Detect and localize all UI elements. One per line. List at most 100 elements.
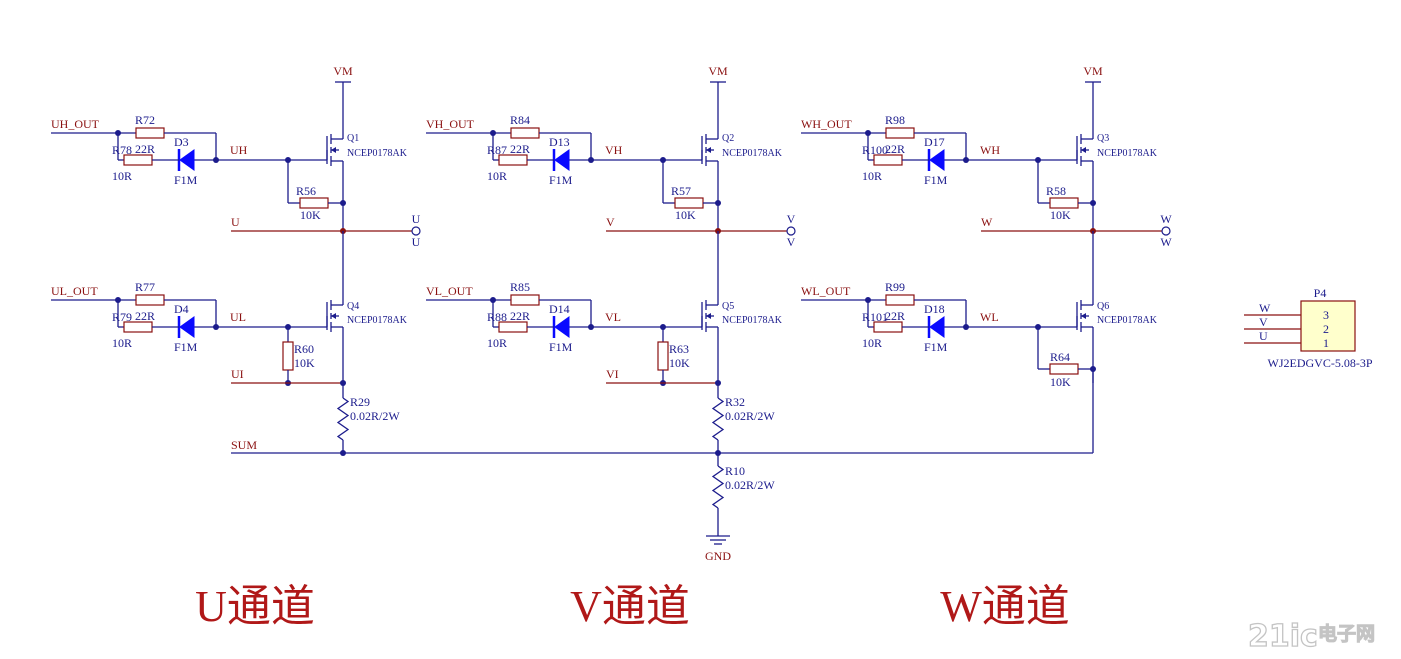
- low-mosfet-value: NCEP0178AK: [1097, 315, 1158, 326]
- low-series-resistor-value: 10R: [112, 336, 132, 350]
- low-mosfet-value: NCEP0178AK: [347, 315, 408, 326]
- shunt-value: 0.02R/2W: [350, 409, 400, 423]
- watermark-site-text: 电子网: [1318, 622, 1375, 645]
- shunt-value: 0.02R/2W: [725, 409, 775, 423]
- high-series-resistor-ref: R100: [862, 143, 888, 157]
- low-input-net-label: WL_OUT: [801, 284, 851, 298]
- diode-triangle: [554, 316, 570, 338]
- high-series-resistor-ref: R78: [112, 143, 132, 157]
- resistor-body: [135, 294, 165, 306]
- channel-u-title: U通道: [195, 582, 315, 631]
- low-pulldown-value: 10K: [669, 356, 690, 370]
- high-diode-value: F1M: [924, 173, 948, 187]
- high-series-resistor-value: 10R: [862, 169, 882, 183]
- resistor-body: [885, 127, 915, 139]
- low-diode-ref: D14: [549, 302, 570, 316]
- low-diode-ref: D18: [924, 302, 945, 316]
- high-diode-ref: D13: [549, 135, 570, 149]
- high-diode-resistor-ref: R84: [510, 113, 530, 127]
- high-pulldown-ref: R57: [671, 184, 691, 198]
- ground-label: GND: [705, 549, 731, 563]
- low-gate-net-label: WL: [980, 310, 999, 324]
- shunt-ref: R32: [725, 395, 745, 409]
- high-diode-resistor-value: 22R: [510, 142, 530, 156]
- phase-net-label: V: [606, 215, 615, 229]
- sum-net-label: SUM: [231, 438, 257, 452]
- resistor-body: [657, 341, 669, 371]
- sense-net-label: UI: [231, 367, 244, 381]
- low-pulldown-value: 10K: [1050, 375, 1071, 389]
- high-series-resistor-value: 10R: [112, 169, 132, 183]
- low-diode-resistor-ref: R77: [135, 280, 155, 294]
- resistor-body: [1049, 363, 1079, 375]
- low-input-net-label: VL_OUT: [426, 284, 473, 298]
- diode-triangle: [179, 316, 195, 338]
- low-mosfet-ref: Q5: [722, 301, 734, 312]
- phase-port-label-top: W: [1160, 212, 1172, 226]
- high-diode-resistor-value: 22R: [135, 142, 155, 156]
- low-diode-resistor-ref: R85: [510, 280, 530, 294]
- low-diode-resistor-value: 22R: [885, 309, 905, 323]
- high-diode-resistor-ref: R72: [135, 113, 155, 127]
- phase-port: [1161, 226, 1171, 236]
- resistor-body: [510, 294, 540, 306]
- high-mosfet-value: NCEP0178AK: [347, 148, 408, 159]
- low-mosfet-ref: Q4: [347, 301, 359, 312]
- connector-pin-3-net: W: [1259, 301, 1271, 315]
- high-diode-ref: D3: [174, 135, 189, 149]
- sense-net-label: VI: [606, 367, 619, 381]
- common-shunt-value: 0.02R/2W: [725, 478, 775, 492]
- supply-net-label: VM: [333, 64, 353, 78]
- low-gate-net-label: UL: [230, 310, 246, 324]
- mosfet-arrow: [1081, 313, 1086, 319]
- resistor-body: [282, 341, 294, 371]
- shunt-zigzag: [711, 465, 725, 509]
- connector-pin-2-net: V: [1259, 315, 1268, 329]
- high-pulldown-ref: R56: [296, 184, 316, 198]
- low-mosfet-ref: Q6: [1097, 301, 1109, 312]
- phase-port-label-bottom: U: [412, 235, 421, 249]
- low-mosfet-value: NCEP0178AK: [722, 315, 783, 326]
- low-diode-value: F1M: [174, 340, 198, 354]
- connector-pin-3-number: 3: [1323, 308, 1329, 322]
- sum-bus: SUM R100.02R/2W GND: [231, 438, 1093, 563]
- high-input-net-label: UH_OUT: [51, 117, 100, 131]
- low-pulldown-ref: R63: [669, 342, 689, 356]
- diode-triangle: [554, 149, 570, 171]
- high-input-net-label: WH_OUT: [801, 117, 852, 131]
- low-series-resistor-ref: R88: [487, 310, 507, 324]
- diode-triangle: [929, 316, 945, 338]
- high-pulldown-ref: R58: [1046, 184, 1066, 198]
- phase-port: [411, 226, 421, 236]
- high-diode-value: F1M: [549, 173, 573, 187]
- connector-pin-1-net: U: [1259, 329, 1268, 343]
- junction-dot: [1090, 200, 1096, 206]
- connector-ref: P4: [1314, 286, 1327, 300]
- mosfet-arrow: [331, 147, 336, 153]
- resistor-body: [674, 197, 704, 209]
- high-diode-resistor-ref: R98: [885, 113, 905, 127]
- diode-triangle: [929, 149, 945, 171]
- connector-pin-2-number: 2: [1323, 322, 1329, 336]
- low-diode-resistor-value: 22R: [510, 309, 530, 323]
- connector-pin-1-number: 1: [1323, 336, 1329, 350]
- low-diode-value: F1M: [549, 340, 573, 354]
- resistor-body: [1049, 197, 1079, 209]
- shunt-zigzag: [336, 397, 350, 441]
- shunt-zigzag: [711, 397, 725, 441]
- high-diode-value: F1M: [174, 173, 198, 187]
- watermark-logo-text: 21ic: [1248, 619, 1318, 654]
- high-gate-net-label: WH: [980, 143, 1000, 157]
- junction-dot: [715, 200, 721, 206]
- low-series-resistor-value: 10R: [862, 336, 882, 350]
- mosfet-arrow: [706, 147, 711, 153]
- resistor-body: [135, 127, 165, 139]
- high-mosfet-ref: Q3: [1097, 133, 1109, 144]
- low-pulldown-value: 10K: [294, 356, 315, 370]
- high-pulldown-value: 10K: [675, 208, 696, 222]
- common-shunt-ref: R10: [725, 464, 745, 478]
